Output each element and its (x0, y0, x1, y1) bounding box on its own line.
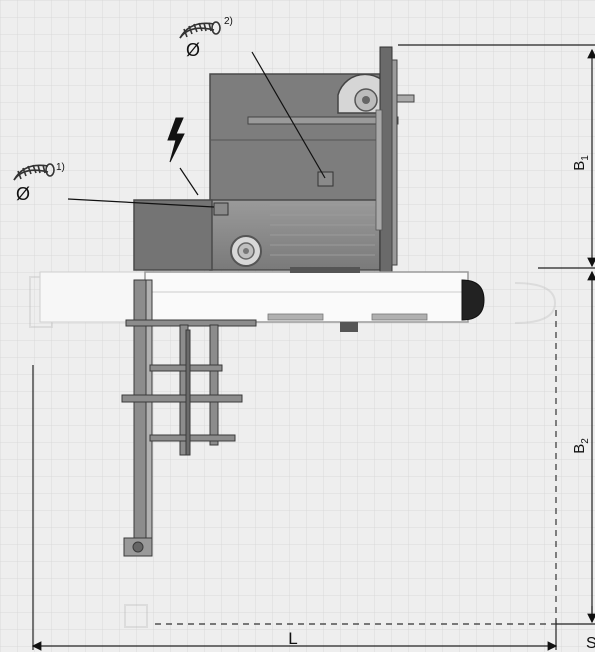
hose-2-diameter: Ø (186, 40, 200, 60)
dim-b2-label: B2 (571, 438, 591, 454)
hose-1-diameter: Ø (16, 184, 30, 204)
dimension-depth (398, 44, 595, 625)
hose-1-label: 1) (56, 162, 65, 173)
dim-b2-sub: 2 (580, 438, 591, 444)
dimension-length: L (31, 310, 558, 651)
saw-table (39, 267, 485, 332)
sliding-carriage-frame (121, 279, 257, 557)
dim-b1-base: B (571, 161, 588, 171)
flex-hose-icon: Ø 1) (13, 162, 65, 204)
rip-fence-column (375, 46, 398, 273)
flex-hose-icon: Ø 2) (179, 16, 233, 60)
leader-lines (67, 51, 326, 208)
dim-s-label: S (586, 635, 595, 652)
dim-b2-base: B (571, 444, 588, 454)
hose-2-label: 2) (224, 16, 233, 27)
dim-b1-sub: 1 (580, 155, 591, 161)
blade-guard-arm (247, 73, 415, 125)
dim-b1-label: B1 (571, 155, 591, 171)
electric-lightning-icon (167, 117, 185, 163)
dim-length-label: L (288, 629, 297, 648)
